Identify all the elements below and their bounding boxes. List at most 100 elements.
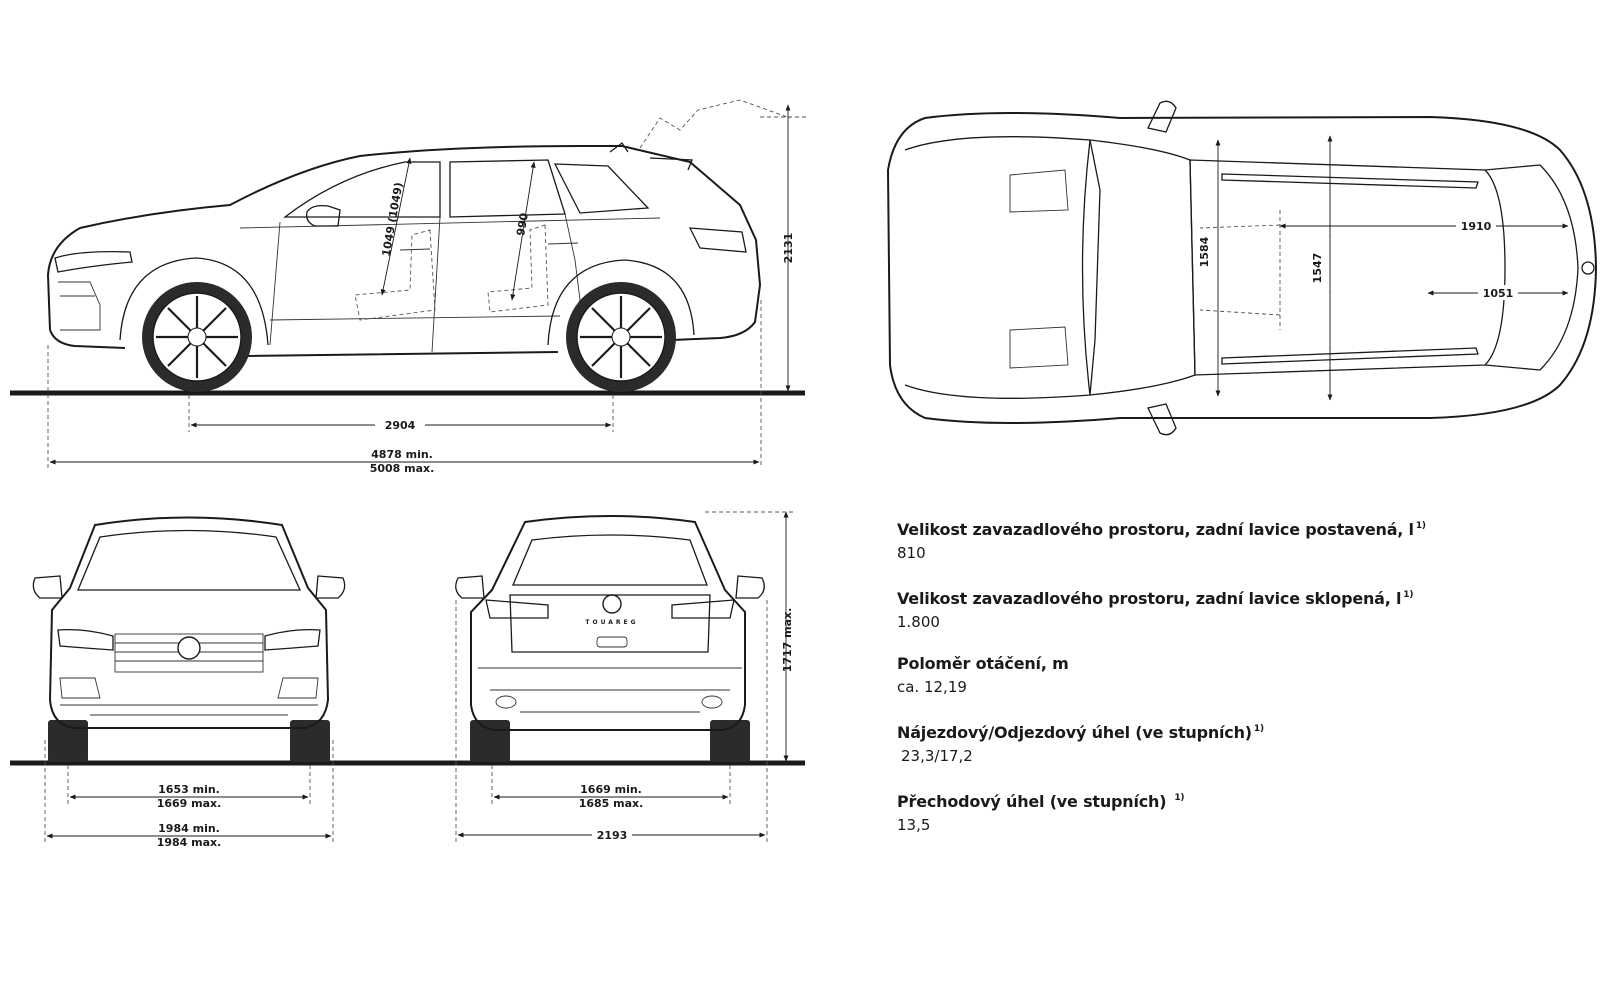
length-max-label: 5008 max. — [370, 462, 435, 475]
spec-label: Velikost zavazadlového prostoru, zadní l… — [897, 520, 1426, 539]
spec-value: 1.800 — [897, 613, 940, 631]
rear-tailgate — [509, 594, 711, 653]
rear-track-min-label: 1669 min. — [580, 783, 642, 796]
spec-label: Poloměr otáčení, m — [897, 654, 1069, 673]
front-tire-left — [48, 720, 88, 762]
wheelbase-label: 2904 — [385, 419, 416, 432]
side-belt-line — [239, 217, 661, 229]
side-rear-wheel — [566, 282, 676, 392]
front-lower-bumper — [60, 704, 318, 716]
rear-taillight-left — [485, 599, 549, 619]
front-tire-right — [290, 720, 330, 762]
rear-view: TOUAREG 1669 min. 1685 max. 2193 1717 ma… — [455, 511, 795, 845]
side-front-arch — [119, 257, 269, 346]
spec-value: 23,3/17,2 — [901, 747, 973, 765]
side-front-grille — [58, 281, 101, 331]
rear-tire-right — [710, 720, 750, 762]
footnote-marker: 1) — [1415, 521, 1426, 531]
top-mirror-right — [1147, 403, 1177, 436]
spec-value: 13,5 — [897, 816, 931, 834]
rear-track-max-label: 1685 max. — [579, 797, 644, 810]
side-door-handles — [399, 242, 579, 251]
rear-headroom-label: 990 — [514, 212, 531, 237]
top-view: 1910 1051 1584 1547 — [886, 100, 1598, 436]
front-headroom-label: 1049 (1049) — [380, 181, 406, 257]
front-foglight-left — [59, 677, 101, 699]
height-label: 2131 — [782, 233, 795, 264]
rear-bumper — [478, 667, 742, 713]
spec-label: Velikost zavazadlového prostoru, zadní l… — [897, 589, 1414, 608]
rear-mirror-right — [735, 575, 765, 599]
rear-width-label: 2193 — [597, 829, 628, 842]
rear-tire-left — [470, 720, 510, 762]
rear-model-lettering: TOUAREG — [585, 619, 638, 626]
spec-label: Nájezdový/Odjezdový úhel (ve stupních)1) — [897, 723, 1264, 742]
rear-body-outline — [470, 515, 746, 731]
width-1910-label: 1910 — [1461, 220, 1492, 233]
front-width-min-label: 1984 min. — [158, 822, 220, 835]
top-hood-lines — [1009, 169, 1069, 369]
side-window-rear — [449, 159, 566, 218]
rear-window — [512, 534, 708, 586]
front-mirror-right — [315, 575, 346, 599]
side-taillight — [688, 227, 747, 253]
top-roof — [1189, 159, 1506, 376]
side-door-lines — [269, 213, 581, 353]
spec-label: Přechodový úhel (ve stupních)1) — [897, 792, 1185, 811]
side-mirror — [306, 204, 341, 227]
front-vw-logo — [177, 636, 201, 660]
footnote-marker: 1) — [1174, 793, 1185, 803]
front-body-outline — [48, 516, 330, 729]
boot-length-label: 1051 — [1483, 287, 1514, 300]
specs-list: Velikost zavazadlového prostoru, zadní l… — [897, 515, 1587, 856]
rear-plate-recess — [596, 636, 628, 648]
footnote-marker: 1) — [1403, 590, 1414, 600]
top-roof-rail-lower — [1221, 347, 1479, 365]
front-windshield — [77, 529, 302, 591]
front-headlight-left — [57, 628, 114, 651]
front-headroom-line — [380, 157, 412, 296]
rear-headroom-line — [510, 161, 536, 301]
front-width-max-label: 1984 max. — [157, 836, 222, 849]
side-sill-line — [269, 315, 561, 321]
top-roof-rail-upper — [1221, 173, 1479, 189]
side-body-outline — [46, 145, 762, 357]
top-mirror-left — [1147, 100, 1177, 133]
spec-item: Velikost zavazadlového prostoru, zadní l… — [897, 515, 1587, 565]
rear-exhaust-left — [495, 695, 517, 709]
front-mirror-left — [32, 575, 63, 599]
top-body-outline — [886, 112, 1598, 424]
length-min-label: 4878 min. — [371, 448, 433, 461]
side-seat-rear — [487, 224, 549, 313]
side-front-wheel — [142, 282, 252, 392]
side-rear-arch — [547, 259, 695, 346]
top-rear-logo — [1581, 261, 1595, 275]
spec-item: Přechodový úhel (ve stupních)1) 13,5 — [897, 787, 1587, 837]
rear-shoulder-label: 1547 — [1311, 253, 1324, 284]
footnote-marker: 1) — [1253, 724, 1264, 734]
front-foglight-right — [277, 677, 319, 699]
side-window-quarter — [553, 163, 650, 214]
rear-taillight-right — [671, 599, 735, 619]
front-shoulder-label: 1584 — [1198, 236, 1211, 267]
side-headlight — [54, 250, 133, 273]
front-grille — [114, 633, 264, 673]
front-track-max-label: 1669 max. — [157, 797, 222, 810]
side-roof-spoiler — [609, 142, 693, 171]
spec-item: Poloměr otáčení, m ca. 12,19 — [897, 653, 1587, 699]
side-tailgate-open — [639, 99, 791, 149]
spec-item: Nájezdový/Odjezdový úhel (ve stupních)1)… — [897, 718, 1587, 768]
rear-vw-logo — [602, 594, 622, 614]
front-view: 1653 min. 1669 max. 1984 min. 1984 max. — [10, 516, 805, 849]
front-headlight-right — [264, 628, 321, 651]
top-hood — [904, 136, 1101, 399]
side-seat-front — [354, 229, 436, 321]
spec-item: Velikost zavazadlového prostoru, zadní l… — [897, 584, 1587, 634]
top-rear-window — [1484, 164, 1579, 371]
side-view: 2904 4878 min. 5008 max. 2131 1049 (1049… — [10, 99, 808, 475]
height-max-label: 1717 max. — [781, 608, 794, 673]
front-track-min-label: 1653 min. — [158, 783, 220, 796]
spec-value: ca. 12,19 — [897, 678, 967, 696]
top-windshield — [1081, 139, 1196, 396]
